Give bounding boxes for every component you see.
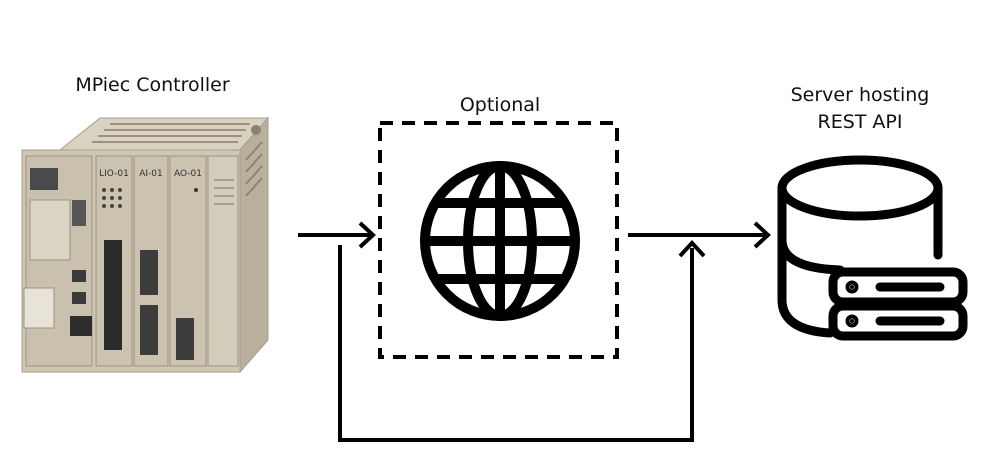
controller-side-vents bbox=[245, 141, 263, 197]
arrowhead-controller-to-internet bbox=[358, 221, 376, 249]
server-label-line1: Server hosting bbox=[790, 84, 930, 106]
cpu-display bbox=[30, 168, 58, 190]
globe-icon bbox=[420, 161, 580, 321]
controller-right-vents bbox=[214, 179, 234, 205]
ai-connector-1 bbox=[140, 250, 158, 295]
controller-image: LIO-01 AI-01 AO-01 bbox=[21, 116, 270, 374]
lio-connector bbox=[104, 240, 122, 350]
database-server-icon bbox=[777, 155, 968, 341]
usb-port-1 bbox=[72, 270, 86, 282]
database-top bbox=[777, 155, 943, 221]
connections bbox=[298, 221, 771, 442]
ao-led bbox=[194, 188, 198, 192]
controller-vents bbox=[92, 123, 250, 143]
optional-label: Optional bbox=[459, 94, 541, 116]
optional-dashed-box bbox=[378, 121, 619, 359]
ethernet-port bbox=[70, 316, 92, 336]
ai-module-label: AI-01 bbox=[139, 169, 163, 179]
ao-module-label: AO-01 bbox=[174, 169, 202, 179]
database-ring-1 bbox=[777, 235, 845, 275]
power-terminal bbox=[23, 287, 55, 329]
server-led-top bbox=[845, 280, 859, 294]
bypass-path bbox=[338, 245, 694, 442]
usb-port-2 bbox=[72, 292, 86, 304]
cpu-dip-switch bbox=[72, 200, 86, 226]
ao-connector bbox=[176, 318, 194, 360]
controller-label: MPiec Controller bbox=[75, 74, 230, 96]
lio-module-label: LIO-01 bbox=[99, 169, 129, 179]
server-led-bottom bbox=[845, 314, 859, 328]
arrowhead-bypass-up bbox=[678, 240, 706, 258]
ai-connector-2 bbox=[140, 305, 158, 355]
cpu-card-slot bbox=[29, 199, 71, 261]
arrowhead-internet-to-server bbox=[753, 221, 771, 249]
database-body bbox=[777, 183, 835, 338]
controller-screw bbox=[251, 125, 261, 135]
controller-side bbox=[239, 116, 269, 374]
controller-right-panel bbox=[207, 155, 239, 367]
server-label-line2: REST API bbox=[817, 111, 903, 133]
lio-leds bbox=[102, 188, 122, 208]
controller-top bbox=[58, 117, 270, 151]
